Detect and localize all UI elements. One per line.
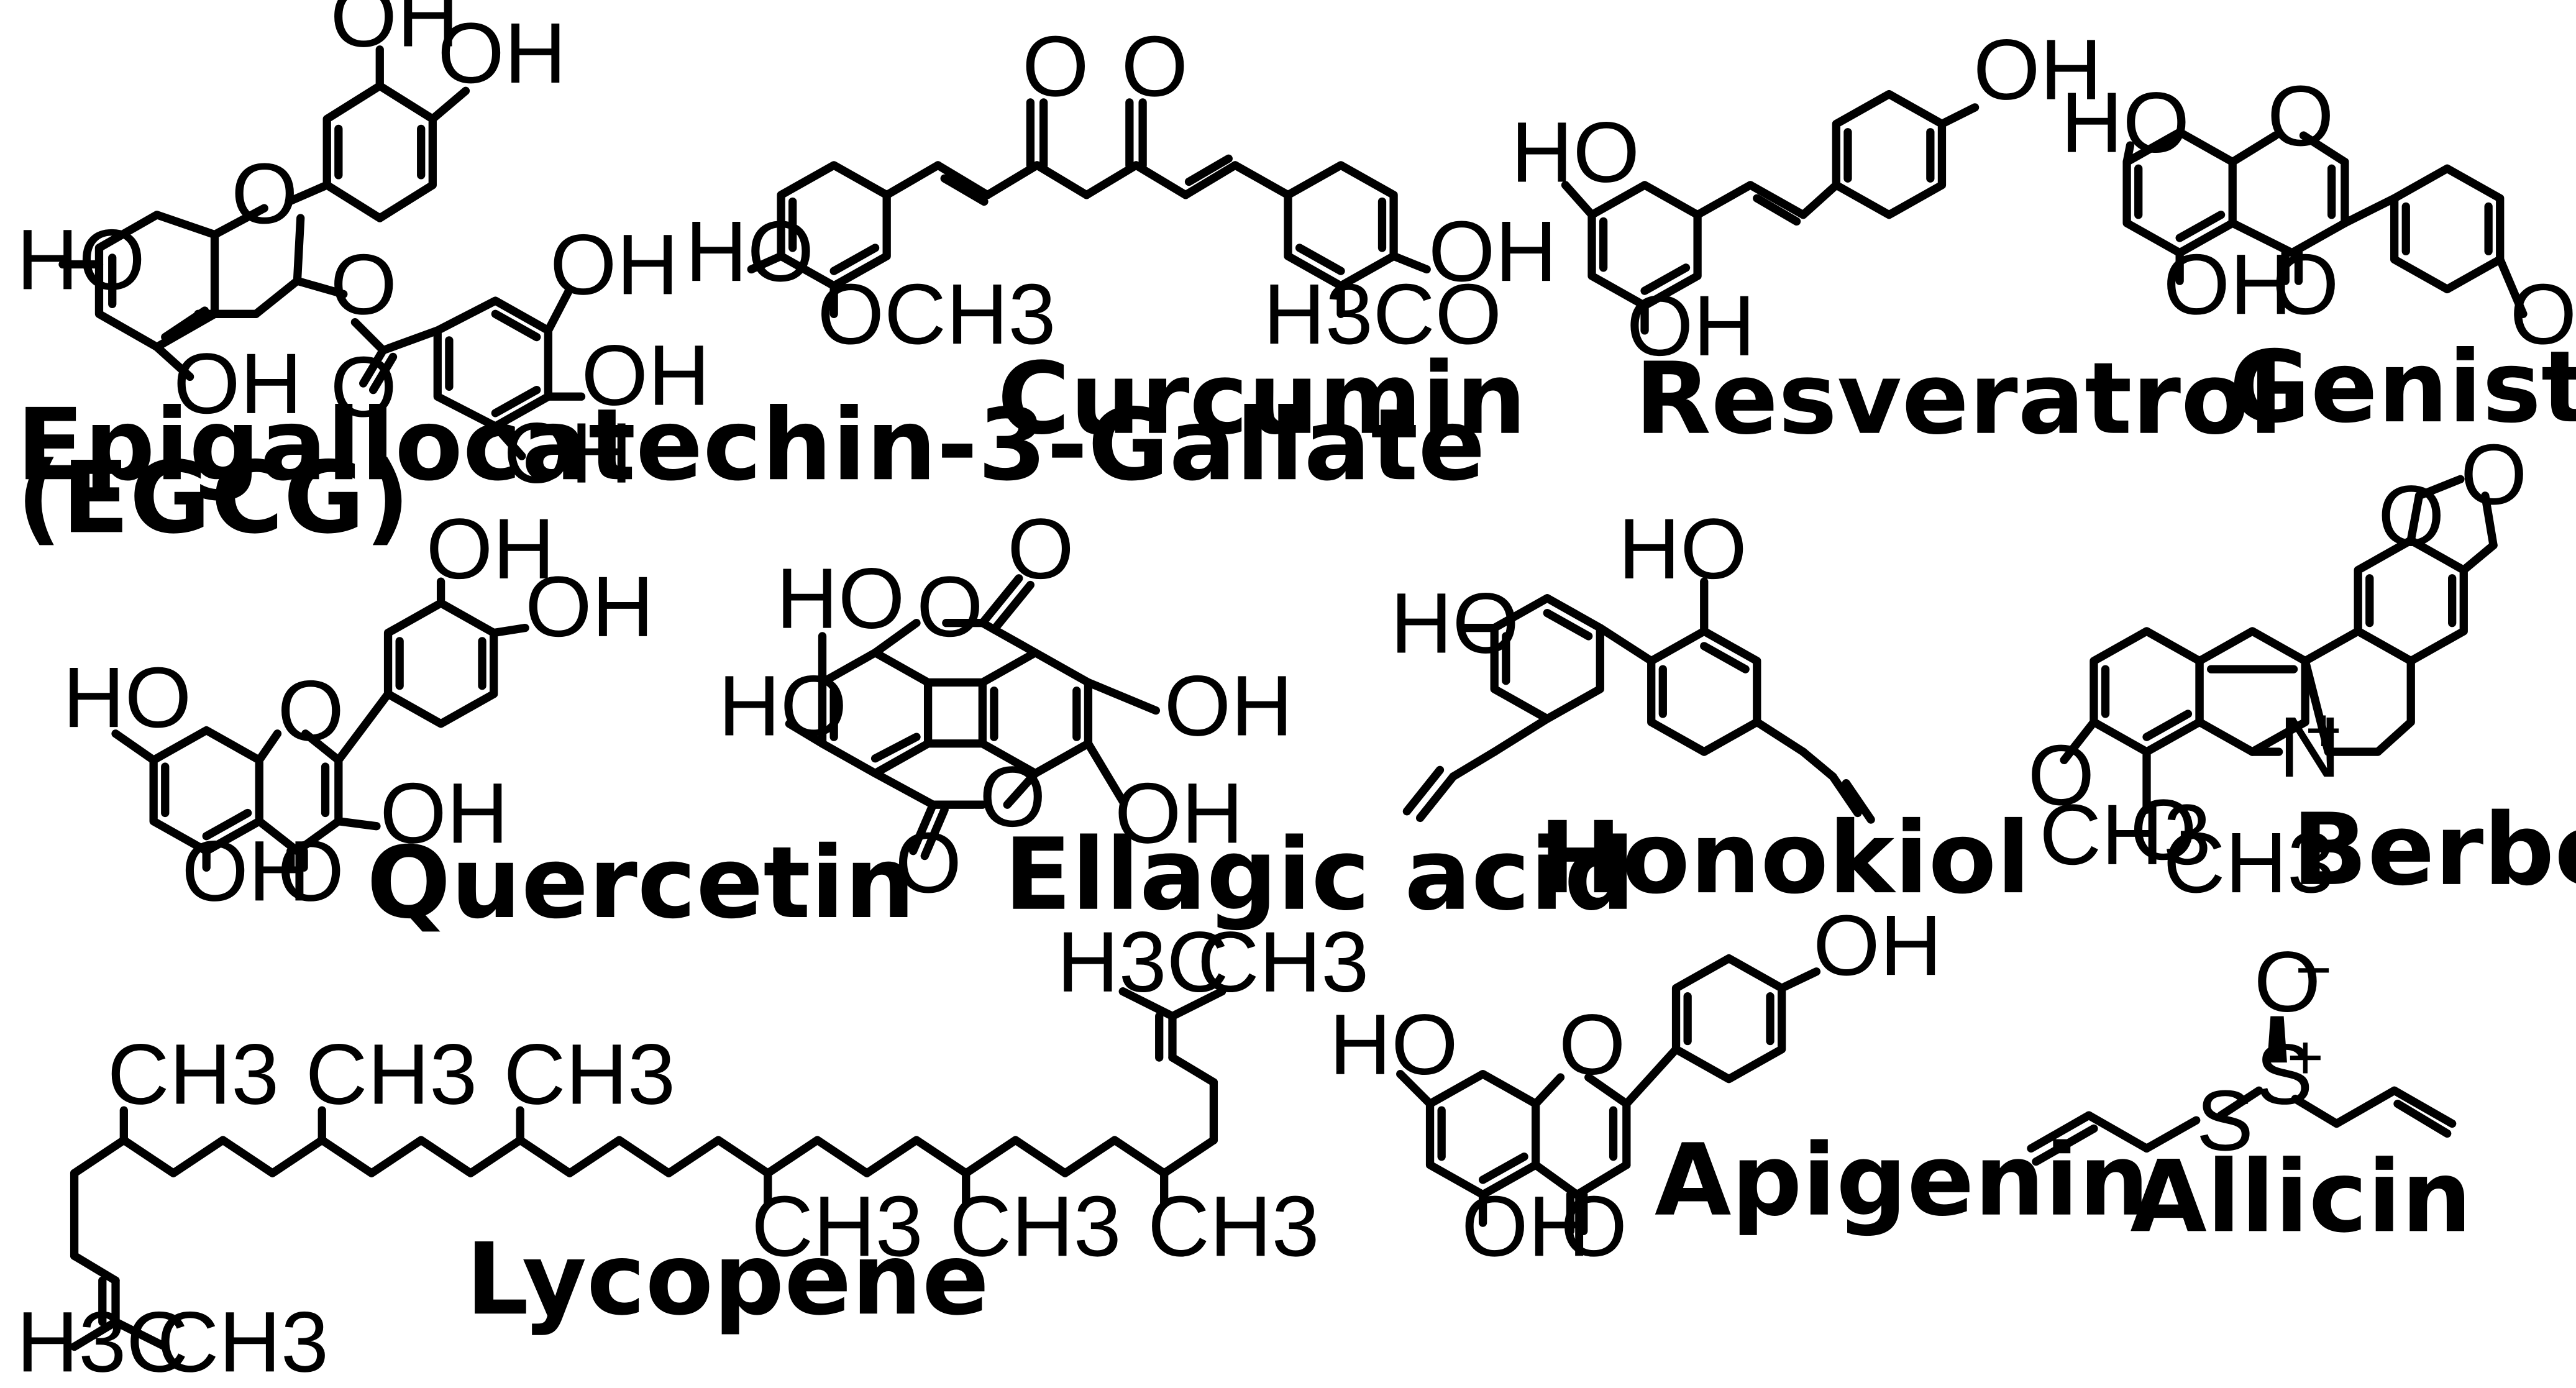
lycopene-label-2: CH3 — [1197, 915, 1369, 1010]
lycopene-label-5: CH3 — [504, 1027, 675, 1123]
quercetin-label-5: OH — [380, 765, 508, 861]
genistein-label-4: O — [2272, 237, 2339, 332]
berberine-label-2: O — [2460, 427, 2527, 523]
lycopene-label-10: CH3 — [157, 1294, 328, 1388]
lycopene-name: Lycopene — [465, 1221, 989, 1337]
ellagic-label-7: OH — [1115, 765, 1243, 861]
structure-allicin: O − S + S Allicin — [2027, 934, 2472, 1254]
egcg-label-3: HO — [17, 212, 145, 308]
curcumin-label-1: O — [1022, 19, 1089, 114]
ellagic-label-4: HO — [718, 658, 847, 754]
quercetin-label-6: OH — [181, 823, 310, 919]
curcumin-label-6: OH — [1428, 204, 1557, 299]
resveratrol-name: Resveratrol — [1635, 341, 2283, 457]
allicin-label-4: + — [2287, 1023, 2324, 1093]
quercetin-name: Quercetin — [367, 825, 915, 941]
honokiol-label-2: HO — [1391, 575, 1519, 671]
egcg-label-4: O — [231, 146, 298, 242]
genistein-label-2: O — [2267, 68, 2334, 164]
curcumin-name: Curcumin — [997, 341, 1527, 457]
curcumin-label-2: O — [1121, 19, 1188, 114]
structure-berberine: O O O O CH3 CH3 N + Berberine — [2028, 427, 2576, 911]
egcg-label-5: O — [331, 237, 397, 332]
egcg-name: Epigallocatechin-3-Gallate — [17, 387, 1486, 503]
lycopene-label-7: CH3 — [949, 1179, 1121, 1274]
egcg-label-10: OH — [504, 406, 633, 501]
structure-genistein: HO O OH O OH Genistein — [2061, 68, 2576, 445]
berberine-label-8: + — [2305, 696, 2342, 765]
genistein-label-3: OH — [2163, 237, 2292, 332]
lycopene-label-4: CH3 — [306, 1027, 477, 1123]
structure-quercetin: OH OH HO O OH OH O Quercetin — [63, 501, 915, 941]
apigenin-label-4: OH — [1461, 1179, 1590, 1274]
structure-lycopene: H3C CH3 CH3 CH3 CH3 CH3 CH3 CH3 H3C CH3 … — [17, 915, 1369, 1388]
ellagic-label-1: O — [1007, 501, 1074, 597]
quercetin-label-4: O — [277, 663, 344, 759]
genistein-label-1: HO — [2061, 75, 2190, 171]
berberine-label-3: O — [2028, 728, 2094, 823]
allicin-label-3: S — [2255, 1027, 2313, 1123]
structure-ellagic-acid: O HO O HO OH O OH O Ellagic acid — [718, 501, 1635, 933]
structure-egcg: OH OH HO O O O OH OH OH OH Epigallocatec… — [17, 0, 1486, 555]
berberine-label-1: O — [2378, 468, 2444, 564]
lycopene-label-6: CH3 — [751, 1179, 923, 1274]
structure-apigenin: OH HO O OH O Apigenin — [1329, 898, 2149, 1274]
egcg-label-9: OH — [173, 336, 302, 432]
curcumin-label-4: OCH3 — [818, 267, 1056, 362]
egcg-label-8: OH — [582, 328, 710, 424]
allicin-label-1: O — [2254, 934, 2321, 1030]
ellagic-acid-name: Ellagic acid — [1004, 817, 1635, 933]
resveratrol-label-3: OH — [1627, 278, 1755, 374]
structure-curcumin: O O HO OCH3 H3CO OH Curcumin — [685, 19, 1557, 457]
allicin-label-5: S — [2196, 1073, 2254, 1169]
lycopene-label-8: CH3 — [1148, 1179, 1319, 1274]
lycopene-label-3: CH3 — [107, 1027, 279, 1123]
apigenin-label-3: O — [1559, 997, 1625, 1093]
honokiol-label-1: HO — [1619, 501, 1747, 597]
egcg-label-2: OH — [437, 6, 566, 101]
quercetin-label-1: OH — [426, 501, 555, 597]
quercetin-label-7: O — [277, 823, 344, 919]
berberine-label-4: O — [2130, 782, 2196, 878]
berberine-name: Berberine — [2292, 792, 2576, 908]
apigenin-label-1: OH — [1813, 898, 1942, 993]
apigenin-label-5: O — [1561, 1179, 1627, 1274]
structure-resveratrol: OH HO OH Resveratrol — [1511, 22, 2283, 457]
genistein-label-5: OH — [2510, 267, 2576, 362]
berberine-label-5: CH3 — [2039, 787, 2211, 883]
genistein-name: Genistein — [2229, 329, 2576, 445]
egcg-name-abbrev: (EGCG) — [17, 440, 410, 555]
berberine-label-6: CH3 — [2163, 815, 2335, 911]
curcumin-label-3: HO — [685, 204, 814, 299]
ellagic-label-3: O — [916, 559, 983, 655]
curcumin-label-5: H3CO — [1263, 267, 1502, 362]
allicin-label-2: − — [2295, 936, 2332, 1005]
egcg-label-6: O — [331, 339, 397, 435]
lycopene-label-1: H3C — [1057, 915, 1228, 1010]
honokiol-name: Honokiol — [1539, 800, 2030, 916]
ellagic-label-5: OH — [1164, 658, 1293, 754]
ellagic-label-8: O — [895, 815, 961, 911]
lycopene-label-9: H3C — [17, 1294, 188, 1388]
berberine-label-7: N — [2279, 700, 2341, 795]
structure-honokiol: HO HO Honokiol — [1391, 501, 2030, 916]
allicin-wedge-bond — [2267, 1016, 2287, 1063]
allicin-name: Allicin — [2130, 1139, 2472, 1254]
egcg-label-1: OH — [331, 0, 459, 65]
resveratrol-label-2: HO — [1511, 105, 1640, 201]
ellagic-label-2: HO — [776, 551, 905, 647]
egcg-label-7: OH — [550, 217, 678, 313]
apigenin-label-2: HO — [1329, 997, 1458, 1093]
ellagic-label-6: O — [979, 749, 1046, 845]
quercetin-label-3: HO — [63, 650, 191, 746]
quercetin-label-2: OH — [525, 559, 654, 655]
resveratrol-label-1: OH — [1973, 22, 2102, 118]
